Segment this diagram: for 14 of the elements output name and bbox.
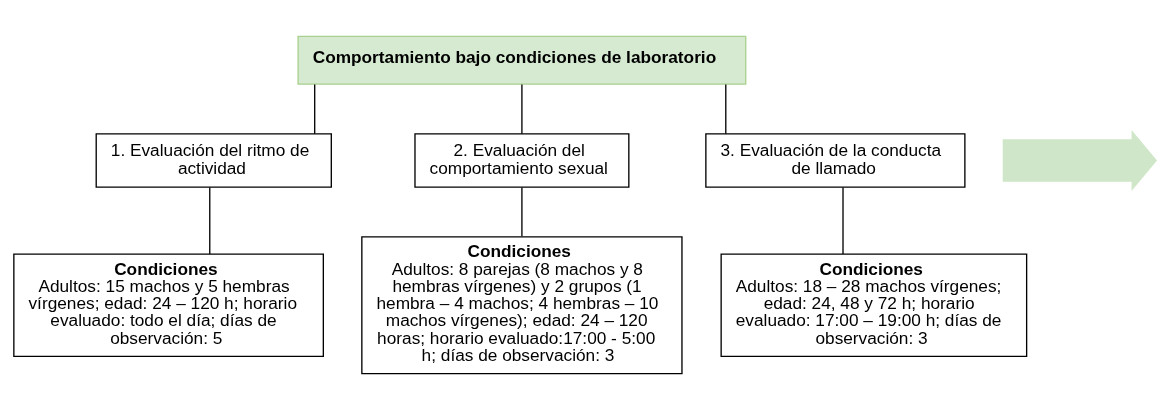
node-box: 2. Evaluación del comportamiento sexual bbox=[414, 132, 630, 188]
node-arrow bbox=[1002, 129, 1157, 191]
connector bbox=[521, 186, 523, 237]
node-box: Condiciones Adultos: 8 parejas (8 machos y 8 hembras vírgenes) y 2 grupos (1 hembra – 4 machos; 4 hembras – 10 machos vírgenes); edad: 24 – 120 horas; horario evaluado:17:00 - 5:00 h; días de observación: 3 bbox=[361, 235, 683, 374]
connector bbox=[521, 83, 523, 134]
node-box: 3. Evaluación de la conducta de llamado bbox=[705, 132, 966, 188]
node-box: Condiciones Adultos: 18 – 28 machos vírgenes; edad: 24, 48 y 72 h; horario evaluado: 17:00 – 19:00 h; días de observación: 3 bbox=[720, 253, 1028, 357]
node-box: Condiciones Adultos: 15 machos y 5 hembras vírgenes; edad: 24 – 120 h; horario evaluado: todo el día; días de observación: 5 bbox=[13, 253, 324, 357]
node-box: 1. Evaluación del ritmo de actividad bbox=[95, 132, 332, 188]
connector bbox=[725, 83, 727, 134]
connector bbox=[314, 83, 316, 134]
node-box: Comportamiento bajo condiciones de laboratorio bbox=[297, 35, 747, 85]
connector bbox=[842, 186, 844, 255]
connector bbox=[209, 186, 211, 255]
